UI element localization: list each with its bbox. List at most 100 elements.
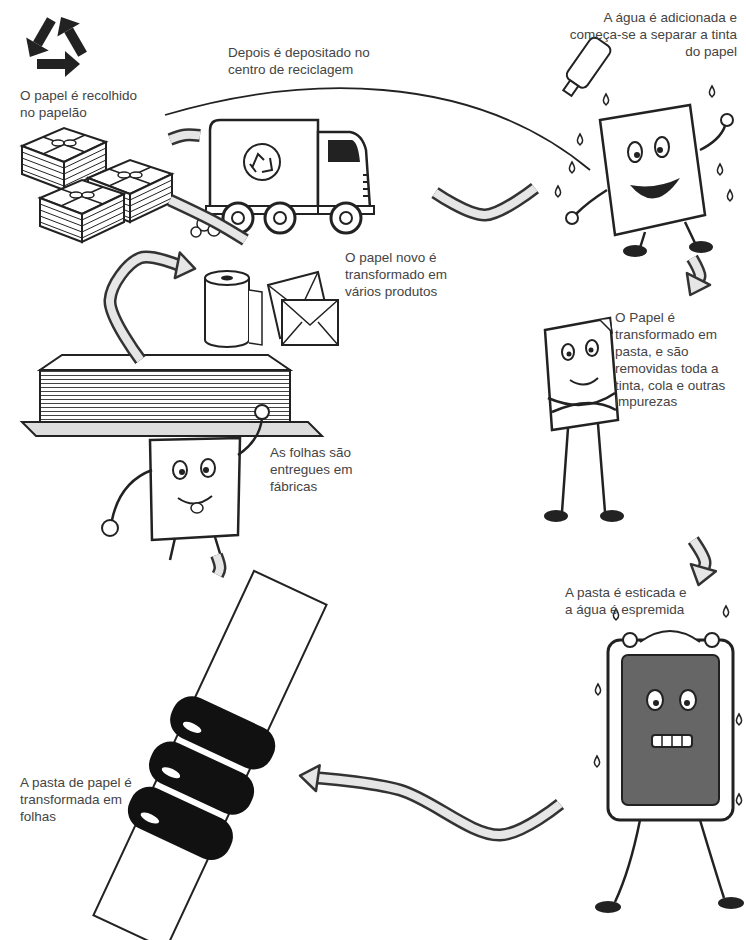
step-node: O papel novo é transformado em vários pr…: [195, 240, 490, 355]
cycle-arrow: [170, 135, 200, 140]
water-character: [689, 241, 713, 253]
sheet-stack: [22, 422, 322, 436]
step-node: As folhas são entregues em fábricas: [25, 360, 355, 555]
carrier-character: [102, 520, 118, 536]
press-frame: [647, 690, 663, 710]
pulp-character: [545, 318, 618, 430]
water-character: [657, 147, 663, 153]
water-character: [600, 105, 705, 235]
paper-rollers: [164, 690, 282, 776]
caption-block: O papel novo é transformado em vários pr…: [345, 250, 485, 301]
carrier-character: [191, 503, 203, 513]
press-frame: [705, 633, 719, 647]
step-caption: A pasta é esticada e a água é espremida: [565, 585, 690, 619]
arrow-outline: [170, 200, 245, 240]
recycling-truck: [328, 140, 360, 162]
recycling-truck: [210, 120, 318, 208]
pulp-character: [544, 318, 624, 522]
recycling-truck: [250, 154, 272, 172]
recycle-symbol: [64, 28, 87, 57]
sheet-stack: [40, 355, 290, 370]
paper-products: [205, 278, 249, 347]
step-node: O papel é recolhido no papelão: [15, 80, 170, 245]
caption-block: A água é adicionada e começa-se a separa…: [565, 10, 737, 61]
sheet-stack: [22, 355, 322, 436]
paper-products: [282, 300, 338, 345]
arrow-band: [170, 200, 245, 240]
water-character: [555, 186, 560, 197]
paper-rollers: [139, 810, 161, 826]
press-frame: [623, 633, 637, 647]
water-character: [634, 152, 640, 158]
paper-bundles: [22, 128, 172, 242]
recycling-truck: [244, 144, 280, 180]
arrow-band: [216, 555, 220, 575]
arrow-head: [687, 273, 710, 295]
arrow-head: [175, 253, 195, 279]
water-character: [727, 190, 732, 201]
cycle-arrow: [300, 765, 560, 835]
caption-block: Depois é depositado no centro de recicla…: [228, 45, 408, 79]
recycling-truck: [331, 203, 361, 233]
recycle-symbol: [19, 37, 49, 63]
water-character: [566, 212, 578, 224]
pulp-character: [600, 510, 624, 522]
pulp-character: [570, 378, 598, 385]
recycle-symbol: [50, 11, 80, 37]
water-character: [709, 86, 714, 97]
carrier-character: [102, 405, 269, 560]
arrow-outline: [170, 135, 200, 140]
press-frame: [640, 631, 700, 642]
step-caption: Depois é depositado no centro de recicla…: [228, 45, 408, 79]
water-character: [577, 134, 582, 145]
recycling-truck: [318, 132, 370, 208]
press-frame: [595, 684, 600, 695]
arrow-outline: [435, 188, 535, 215]
press-frame: [723, 606, 728, 617]
arrow-band: [110, 257, 180, 360]
press-frame: [594, 756, 599, 767]
water-character: [700, 126, 725, 150]
caption-block: A pasta de papel é transformada em folha…: [20, 775, 135, 826]
caption-block: As folhas são entregues em fábricas: [270, 445, 355, 496]
water-character: [655, 137, 669, 157]
pulp-character: [589, 348, 594, 353]
water-character: [640, 222, 695, 248]
pulp-character: [562, 424, 605, 512]
caption-block: A pasta é esticada e a água é espremida: [565, 585, 690, 619]
press-frame: [662, 735, 682, 747]
arrow-outline: [216, 555, 220, 575]
step-caption: O papel novo é transformado em vários pr…: [345, 250, 485, 301]
paper-products: [249, 290, 262, 345]
arrow-band: [315, 778, 560, 835]
arrow-band: [435, 188, 535, 215]
paper-bundles: [40, 180, 124, 242]
step-caption: O papel é recolhido no papelão: [20, 88, 155, 122]
pulp-character: [552, 403, 616, 412]
water-character: [603, 94, 608, 105]
pulp-character: [600, 319, 612, 332]
step-caption: A água é adicionada e começa-se a separa…: [565, 10, 737, 61]
step-node: A pasta é esticada e a água é espremida: [560, 585, 740, 930]
paper-rollers: [160, 765, 182, 781]
cycle-arrow: [110, 253, 195, 360]
press-frame: [594, 606, 744, 913]
recycling-truck: [191, 227, 201, 237]
carrier-character: [179, 469, 185, 475]
paper-products: [205, 271, 338, 347]
paper-products: [205, 271, 249, 285]
recycle-symbol: [19, 13, 63, 63]
recycle-symbol: [37, 59, 65, 69]
cycle-arrow: [687, 258, 710, 295]
press-frame: [736, 714, 741, 725]
sheet-stack: [40, 370, 290, 422]
arrow-head: [691, 564, 716, 585]
pulp-character: [544, 510, 568, 522]
step-node: Depois é depositado no centro de recicla…: [200, 40, 435, 240]
press-frame: [680, 690, 696, 710]
press-frame: [615, 820, 724, 902]
recycling-truck: [232, 212, 244, 224]
water-character: [576, 190, 607, 214]
cycle-arrow: [691, 540, 716, 585]
